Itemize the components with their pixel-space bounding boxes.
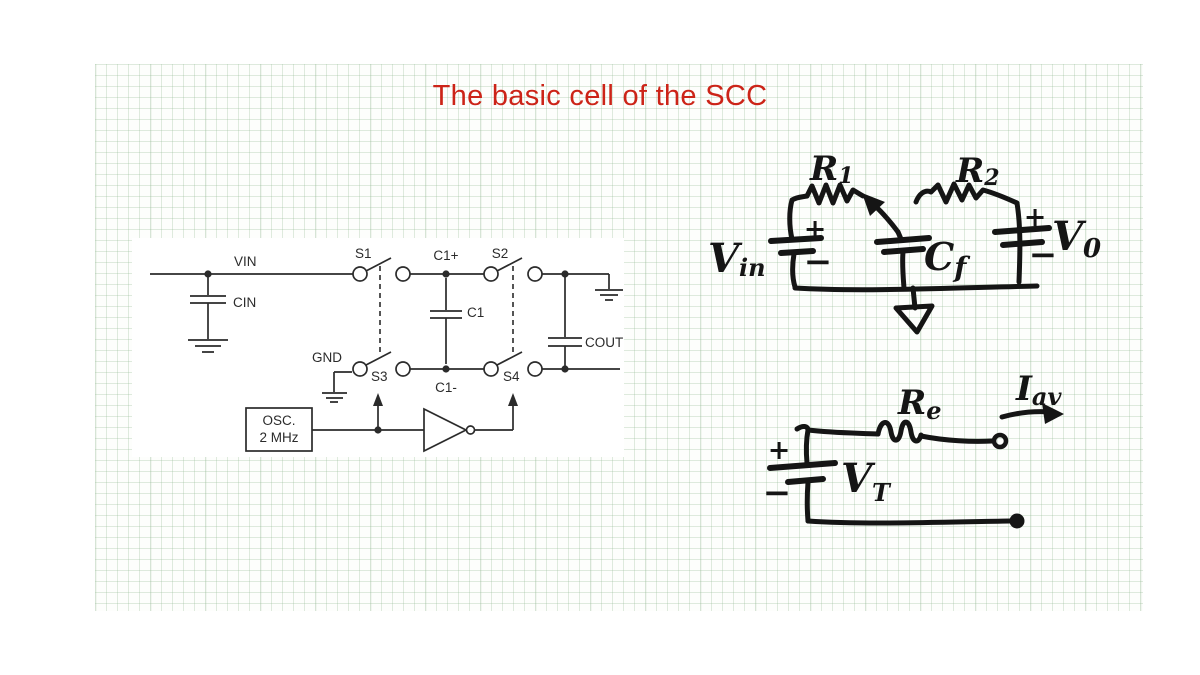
cout-top-dot [561, 270, 569, 278]
gnd-ground-icon [322, 371, 352, 403]
switch-s4 [483, 351, 523, 377]
hw-terminal-open [991, 432, 1009, 450]
cin-ground-icon [188, 339, 228, 353]
osc-label-line2: 2 MHz [259, 430, 298, 445]
handdrawn-thevenin-model: Re Iav + − VT [763, 369, 1064, 529]
hw-thevenin-wire-top [805, 427, 881, 437]
node-bottom-right [527, 361, 543, 377]
hw-re-resistor [875, 419, 924, 444]
s2-label: S2 [492, 246, 509, 261]
cout-bottom-dot [561, 365, 569, 373]
hw-vt-plate-long [767, 460, 838, 471]
gnd-label: GND [312, 350, 342, 365]
hw-ground-triangle-icon [893, 303, 935, 335]
output-ground-icon [595, 274, 623, 301]
phase2-arrow [508, 393, 518, 406]
hw-r1-resistor [804, 182, 866, 206]
hw-cf-stem-bottom [900, 249, 907, 291]
c1minus-dot [442, 365, 450, 373]
scc-schematic: VIN CIN S1 C1+ S2 [150, 246, 623, 453]
hw-cf-plate-top [874, 235, 932, 245]
cin-capacitor [188, 274, 228, 353]
switch-s1 [352, 257, 392, 282]
phase2-wire [475, 404, 514, 431]
hw-vin-plate-long [768, 235, 824, 244]
c1minus-label: C1- [435, 380, 457, 395]
hw-r2-label: R2 [955, 151, 1000, 191]
node-top-right [527, 266, 543, 282]
hw-vt-minus: − [763, 473, 792, 513]
vin-label: VIN [234, 254, 257, 269]
c1plus-dot [442, 270, 450, 278]
cout-capacitor [548, 277, 582, 366]
c1-label: C1 [467, 305, 484, 320]
hw-vin-plate-short [778, 248, 816, 256]
switch-s2 [483, 257, 523, 282]
hw-pointer-arrowhead [862, 193, 885, 216]
hw-cf-label: Cf [924, 234, 971, 284]
hw-iav-arrowhead [1042, 403, 1064, 424]
node-top-left [395, 266, 411, 282]
hw-vt-label: VT [841, 455, 892, 507]
hw-vo-label: V0 [1052, 213, 1101, 264]
hw-vt-plate-short [785, 476, 826, 485]
hw-wire-left-down [790, 251, 798, 290]
hw-vt-plus: + [768, 435, 791, 466]
hw-thevenin-wire-bottomleft [804, 479, 811, 524]
hw-vin-label: Vin [708, 235, 766, 282]
node-bottom-left [395, 361, 411, 377]
hw-thevenin-wire-bottom [805, 518, 1013, 526]
page-title: The basic cell of the SCC [432, 80, 768, 112]
hw-bottom-wire [792, 283, 1040, 293]
hw-iav-label: Iav [1015, 369, 1062, 411]
hw-thevenin-wire-topleft [794, 424, 811, 466]
cout-label: COUT [585, 335, 623, 350]
clock-junction-dot [374, 426, 382, 434]
handdrawn-averaged-model: Vin + − R1 Cf R2 [708, 149, 1101, 335]
hw-thevenin-wire-to-terminal [918, 433, 995, 444]
hw-r2-resistor [913, 181, 1020, 206]
hw-vo-plate-long [992, 225, 1052, 235]
hw-vo-plus: + [1024, 202, 1047, 233]
c1-capacitor [430, 278, 462, 364]
phase1-arrow [373, 393, 383, 427]
hw-re-label: Re [897, 383, 942, 425]
cin-label: CIN [233, 295, 256, 310]
switch-s3 [352, 351, 392, 377]
hw-vin-minus: − [804, 242, 833, 282]
s3-label: S3 [371, 369, 388, 384]
hw-wire-left [787, 193, 810, 242]
hw-r1-label: R1 [809, 149, 854, 189]
hw-vo-plate-short [1000, 239, 1045, 248]
s1-label: S1 [355, 246, 372, 261]
inverter-gate [423, 407, 476, 453]
osc-label-line1: OSC. [262, 413, 295, 428]
c1plus-label: C1+ [433, 248, 458, 263]
hw-terminal-filled [1009, 513, 1025, 529]
s4-label: S4 [503, 369, 520, 384]
